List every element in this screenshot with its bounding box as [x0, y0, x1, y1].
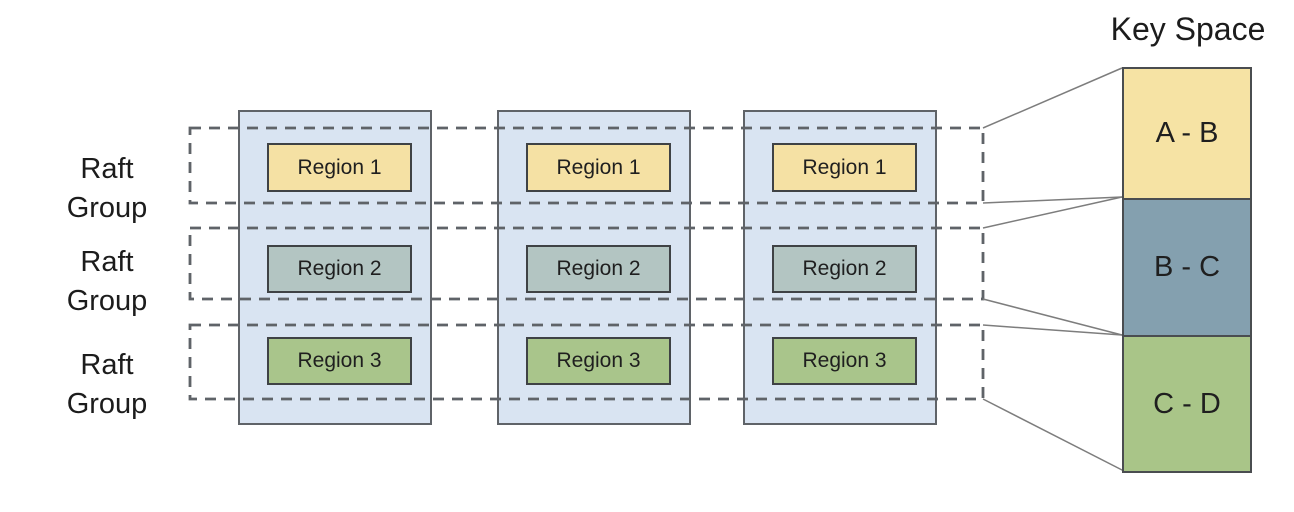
region-3-label: Region 3 — [556, 349, 641, 372]
raft-group-3-label: Raft Group — [66, 349, 148, 420]
store-node-2: Region 1 Region 2 Region 3 — [497, 110, 691, 425]
region-2-box: Region 2 — [526, 245, 671, 293]
connector-group1-top — [982, 67, 1123, 129]
store-node-3: Region 1 Region 2 Region 3 — [743, 110, 937, 425]
connector-group3-bottom — [982, 398, 1125, 472]
region-3-box: Region 3 — [772, 337, 917, 385]
region-3-label: Region 3 — [297, 349, 382, 372]
region-1-label: Region 1 — [556, 155, 641, 179]
keyspace-segment-c-d-label: C - D — [1153, 387, 1221, 420]
region-2-label: Region 2 — [556, 257, 641, 280]
region-3-box: Region 3 — [526, 337, 671, 385]
key-space-column: A - B B - C C - D — [1122, 67, 1252, 473]
raft-group-2-label: Raft Group — [66, 246, 148, 317]
raft-group-1-label: Raft Group — [66, 153, 148, 224]
keyspace-segment-b-c: B - C — [1124, 198, 1250, 335]
region-1-label: Region 1 — [802, 155, 887, 179]
keyspace-segment-b-c-label: B - C — [1153, 251, 1221, 283]
connector-group3-top — [982, 324, 1123, 336]
region-3-box: Region 3 — [267, 337, 412, 385]
region-1-box: Region 1 — [267, 143, 412, 192]
region-2-label: Region 2 — [297, 257, 382, 280]
key-space-title: Key Space — [1110, 11, 1266, 47]
region-1-label: Region 1 — [297, 155, 382, 179]
region-2-label: Region 2 — [802, 257, 887, 280]
region-1-box: Region 1 — [526, 143, 671, 192]
keyspace-segment-c-d: C - D — [1124, 335, 1250, 471]
region-3-label: Region 3 — [802, 349, 887, 372]
keyspace-segment-a-b: A - B — [1124, 69, 1250, 198]
connector-group2-bottom — [982, 298, 1123, 336]
region-2-box: Region 2 — [267, 245, 412, 293]
store-node-1: Region 1 Region 2 Region 3 — [238, 110, 432, 425]
region-2-box: Region 2 — [772, 245, 917, 293]
connector-group1-bottom — [982, 196, 1123, 204]
region-1-box: Region 1 — [772, 143, 917, 192]
keyspace-segment-a-b-label: A - B — [1155, 117, 1219, 149]
connector-group2-top — [982, 196, 1123, 229]
